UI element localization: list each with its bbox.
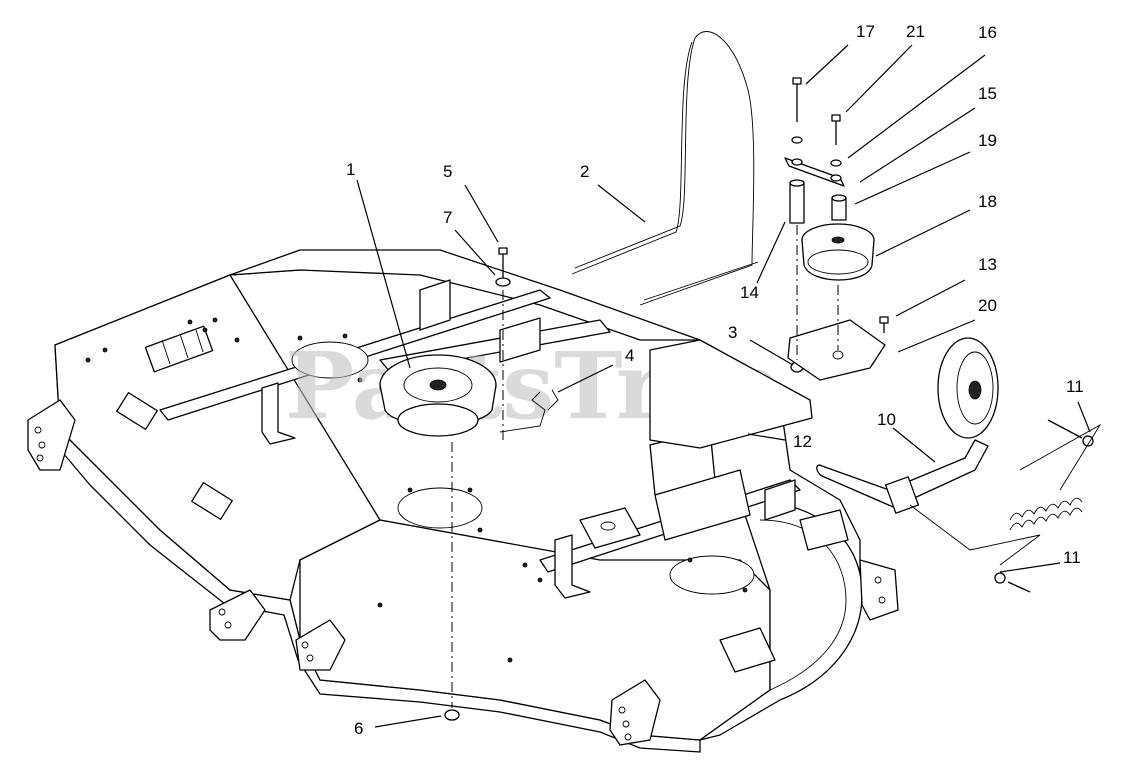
- part-19-bushing: [831, 194, 847, 221]
- callout-11-bottom: 11: [1063, 548, 1081, 567]
- callout-14: 14: [740, 283, 759, 302]
- callout-12: 12: [793, 432, 812, 451]
- callout-6: 6: [354, 719, 363, 738]
- part-4-link-rod: [499, 389, 559, 433]
- part-2-belt: [571, 31, 759, 306]
- part-13-bolt: [879, 316, 889, 333]
- part-14-spacer: [789, 179, 805, 224]
- callout-10: 10: [877, 410, 896, 429]
- part-20-bracket: [649, 319, 886, 449]
- callout-labels: 1 2 3 4 5 6 7 10 11 11 12 13 14 15 16 17…: [346, 22, 1084, 738]
- callout-18: 18: [978, 192, 997, 211]
- part-11-bolt-bottom: [994, 572, 1031, 593]
- part-21-bolt: [831, 114, 841, 145]
- callout-11-top: 11: [1066, 377, 1084, 396]
- part-17-bolt: [791, 77, 803, 144]
- part-5-bolt: [498, 247, 508, 278]
- part-6-nut: [444, 442, 460, 721]
- part-16-washer: [830, 159, 842, 167]
- callout-17: 17: [856, 22, 875, 41]
- leader-lines: [356, 44, 1091, 728]
- mower-deck: [27, 249, 899, 753]
- callout-21: 21: [906, 22, 925, 41]
- callout-2: 2: [580, 162, 589, 181]
- part-1-spindle-pulley: [379, 354, 497, 437]
- callout-13: 13: [978, 255, 997, 274]
- deck-holes: [85, 317, 748, 663]
- part-10-idler-arm: [816, 439, 989, 514]
- callout-16: 16: [978, 23, 997, 42]
- callout-20: 20: [978, 296, 997, 315]
- idler-pulley: [937, 337, 999, 439]
- callout-5: 5: [443, 162, 452, 181]
- callout-19: 19: [978, 131, 997, 150]
- callout-7: 7: [443, 208, 452, 227]
- part-11-bolt-top: [1047, 419, 1094, 447]
- part-7-washer: [495, 277, 511, 287]
- spring: [1009, 497, 1083, 531]
- part-15-plate: [784, 157, 845, 187]
- callout-15: 15: [978, 84, 997, 103]
- callout-3: 3: [728, 323, 737, 342]
- callout-4: 4: [625, 346, 634, 365]
- part-18-pulley: [801, 223, 875, 281]
- callout-1: 1: [346, 160, 355, 179]
